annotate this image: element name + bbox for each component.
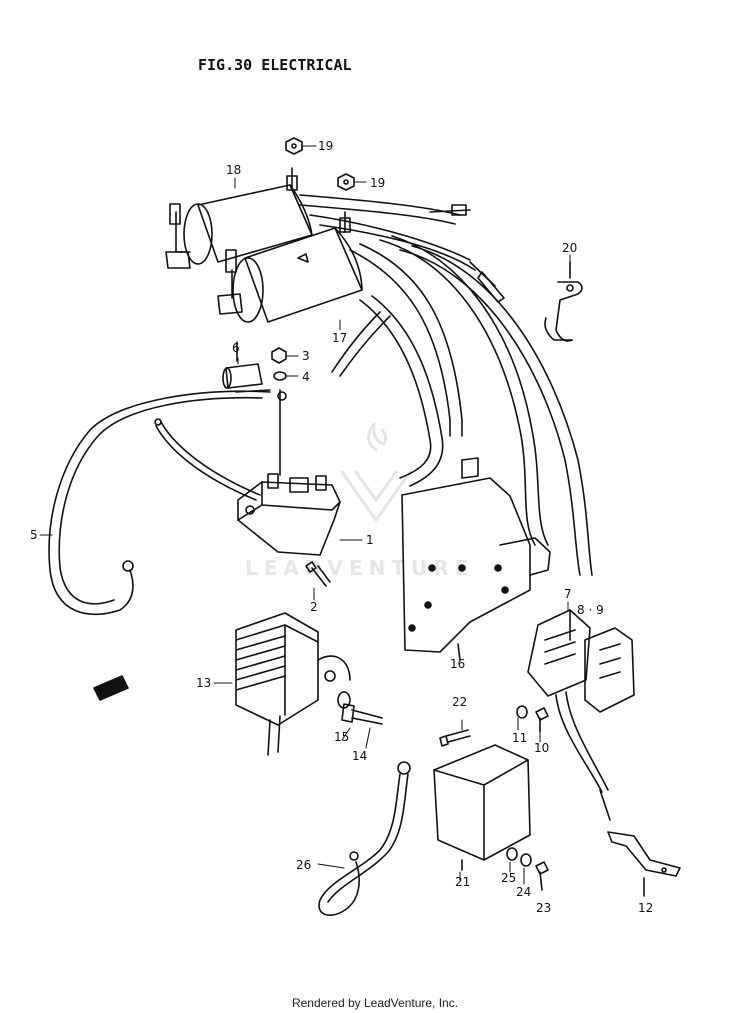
lockwasher-24[interactable]: [520, 853, 532, 867]
clamp-20[interactable]: [544, 261, 583, 342]
washer-15[interactable]: [337, 691, 351, 709]
part-label-2: 2: [310, 600, 318, 614]
part-label-19-upper: 19: [318, 139, 333, 153]
screw-23[interactable]: [535, 861, 549, 891]
watermark-logo: [340, 422, 412, 522]
screw-2[interactable]: [305, 561, 331, 587]
part-label-14: 14: [352, 749, 367, 763]
part-label-11: 11: [512, 731, 527, 745]
bracket-12[interactable]: [607, 831, 681, 897]
fuse-box-7[interactable]: [527, 609, 591, 697]
front-arrow-icon: [93, 675, 129, 701]
part-label-3: 3: [302, 349, 310, 363]
relay-cap-6[interactable]: [222, 341, 263, 389]
part-label-24: 24: [516, 885, 531, 899]
part-label-4: 4: [302, 370, 310, 384]
washer-25[interactable]: [506, 847, 518, 861]
nut-19-upper[interactable]: [285, 137, 303, 155]
part-label-13: 13: [196, 676, 211, 690]
part-label-6: 6: [232, 341, 240, 355]
washer-4[interactable]: [273, 371, 287, 381]
screw-10[interactable]: [535, 707, 549, 733]
part-label-12: 12: [638, 901, 653, 915]
part-label-22: 22: [452, 695, 467, 709]
leader-lines: [39, 145, 571, 885]
part-label-7: 7: [564, 587, 572, 601]
part-label-5: 5: [30, 528, 38, 542]
nut-19-lower[interactable]: [337, 173, 355, 191]
starter-relay-1[interactable]: [237, 389, 341, 556]
part-label-1: 1: [366, 533, 374, 547]
ignition-coil-18[interactable]: [165, 167, 313, 269]
part-label-20: 20: [562, 241, 577, 255]
part-label-8-9: 8 · 9: [577, 603, 604, 617]
part-label-18: 18: [226, 163, 241, 177]
part-label-19-lower: 19: [370, 176, 385, 190]
part-label-15: 15: [334, 730, 349, 744]
part-label-26: 26: [296, 858, 311, 872]
bolt-14[interactable]: [341, 703, 383, 725]
figure-title: FIG.30 ELECTRICAL: [198, 56, 352, 74]
regulator-rectifier-13[interactable]: [235, 612, 351, 756]
fuse-box-wiring: [555, 691, 611, 821]
part-label-16: 16: [450, 657, 465, 671]
part-label-17: 17: [332, 331, 347, 345]
ignition-coil-17[interactable]: [217, 211, 363, 323]
ground-cable-26[interactable]: [318, 761, 411, 916]
coil-wiring-harness: [299, 194, 593, 576]
starter-cable-5[interactable]: [48, 389, 287, 616]
footer-credit: Rendered by LeadVenture, Inc.: [291, 996, 459, 1010]
part-labels: 1 2 3 4 5 6 7 8 · 9 10 11 12 13 14 15 16…: [30, 139, 653, 915]
nut-3[interactable]: [271, 347, 287, 364]
nut-11[interactable]: [516, 705, 528, 719]
part-label-10: 10: [534, 741, 549, 755]
cdi-unit-16[interactable]: [401, 457, 551, 661]
fuse-8-9[interactable]: [584, 627, 635, 713]
part-label-25: 25: [501, 871, 516, 885]
part-label-23: 23: [536, 901, 551, 915]
unit-21[interactable]: [433, 744, 531, 871]
part-label-21: 21: [455, 875, 470, 889]
bolt-22[interactable]: [439, 729, 471, 747]
